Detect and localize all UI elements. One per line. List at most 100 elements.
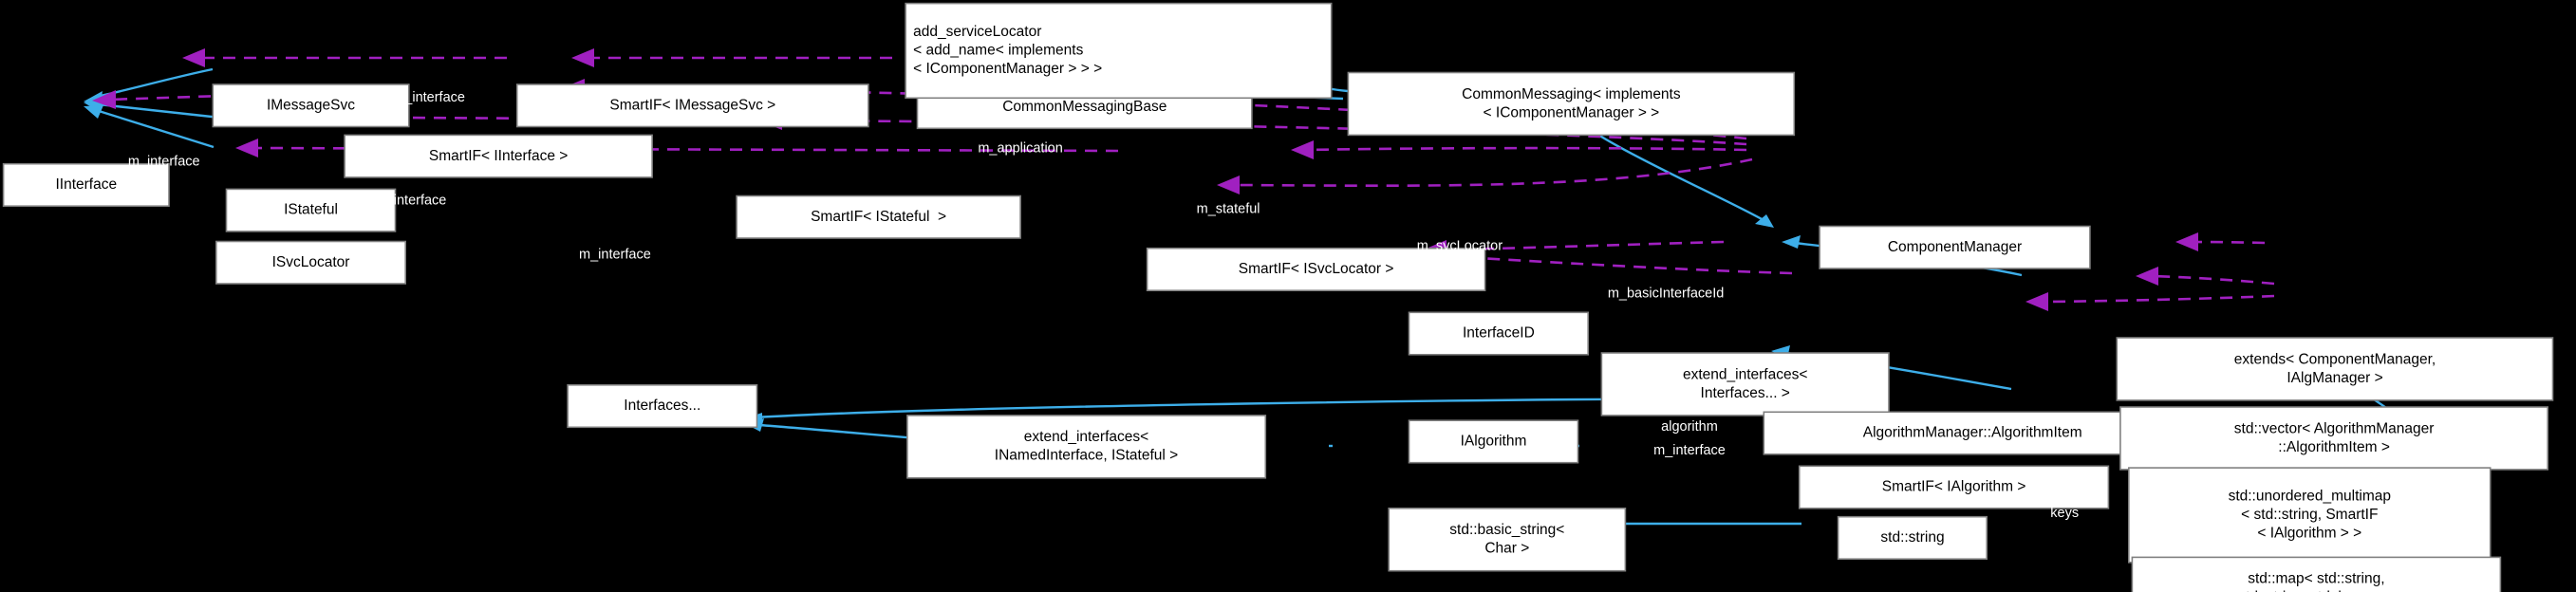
edge-multimap-smartifialgorithm <box>2152 274 2275 286</box>
edge-label-m-stateful: m_stateful <box>1197 202 1260 217</box>
node-smartif-isvclocator-label-line-0: SmartIF< ISvcLocator > <box>1239 261 1394 277</box>
node-commonmessagingbase-label-line-0: CommonMessagingBase <box>1002 99 1167 115</box>
node-imessagesvc[interactable]: IMessageSvc <box>212 83 410 128</box>
node-interfaces-box[interactable] <box>567 383 758 429</box>
node-algorithmmanager-algorithmitem-box[interactable] <box>1763 411 2182 455</box>
node-algorithmmanager-algorithmitem[interactable]: AlgorithmManager::AlgorithmItem <box>1763 411 2182 455</box>
edge-label-algorithm: algorithm <box>1661 419 1718 435</box>
arrowhead-usage-13 <box>2136 267 2158 286</box>
node-std-vector-algorithmmanager-algorithmitem[interactable]: std::vector< AlgorithmManager::Algorithm… <box>2119 406 2548 471</box>
node-std-unordered-multimap-std-string-smartif-ia-box[interactable] <box>2128 467 2492 564</box>
node-smartif-istateful-box[interactable] <box>736 194 1021 239</box>
node-add-servicelocator-add-name-implements-icomp-label-line-0: add_serviceLocator <box>913 24 1041 40</box>
edge-label-m-basicinterfaceid: m_basicInterfaceId <box>1608 287 1725 302</box>
node-smartif-istateful[interactable]: SmartIF< IStateful > <box>736 194 1021 239</box>
node-std-map-std-string-std-string-std-less-label-line-0: std::map< std::string, <box>2248 571 2384 587</box>
node-componentmanager-box[interactable] <box>1819 225 2091 269</box>
node-commonmessaging-implements-icomponentmanager-label-line-1: < IComponentManager > > <box>1484 104 1660 120</box>
node-algorithmmanager-algorithmitem-label-line-0: AlgorithmManager::AlgorithmItem <box>1863 425 2082 441</box>
node-extends-componentmanager-ialgmanager[interactable]: extends< ComponentManager,IAlgManager > <box>2116 337 2554 401</box>
node-std-map-std-string-std-string-std-less[interactable]: std::map< std::string,std::string, std::… <box>2131 556 2502 592</box>
node-commonmessaging-implements-icomponentmanager[interactable]: CommonMessaging< implements < IComponentM… <box>1347 71 1796 137</box>
node-smartif-iinterface-label-line-0: SmartIF< IInterface > <box>429 148 568 164</box>
node-std-unordered-multimap-std-string-smartif-ia-label-line-1: < std::string, SmartIF <box>2241 507 2378 523</box>
node-smartif-ialgorithm[interactable]: SmartIF< IAlgorithm > <box>1798 465 2110 509</box>
node-std-map-std-string-std-string-std-less-box[interactable] <box>2131 556 2502 592</box>
node-smartif-iinterface[interactable]: SmartIF< IInterface > <box>344 134 653 178</box>
node-iinterface-box[interactable] <box>2 162 170 207</box>
node-extend-interfaces-inamedinterface-istateful-label-line-0: extend_interfaces< <box>1024 429 1148 445</box>
edge-componentmanager-smartifistateful <box>775 119 1747 146</box>
node-smartif-imessagesvc-box[interactable] <box>515 83 869 128</box>
node-std-basic-string-char[interactable]: std::basic_string<Char > <box>1388 507 1627 572</box>
node-extends-componentmanager-ialgmanager-label-line-0: extends< ComponentManager, <box>2234 351 2436 367</box>
node-smartif-istateful-label-line-0: SmartIF< IStateful > <box>811 209 946 225</box>
node-smartif-isvclocator[interactable]: SmartIF< ISvcLocator > <box>1146 247 1486 292</box>
node-std-vector-algorithmmanager-algorithmitem-label-line-1: ::AlgorithmItem > <box>2278 439 2390 455</box>
node-std-basic-string-char-box[interactable] <box>1388 507 1627 572</box>
node-extends-componentmanager-ialgmanager-box[interactable] <box>2116 337 2554 401</box>
node-std-string-box[interactable] <box>1837 515 1988 561</box>
node-smartif-imessagesvc[interactable]: SmartIF< IMessageSvc > <box>515 83 869 128</box>
node-istateful[interactable]: IStateful <box>225 188 397 232</box>
node-isvclocator-box[interactable] <box>215 240 406 285</box>
node-smartif-ialgorithm-box[interactable] <box>1798 465 2110 509</box>
node-iinterface[interactable]: IInterface <box>2 162 170 207</box>
node-interfaceid[interactable]: InterfaceID <box>1408 311 1589 356</box>
node-smartif-isvclocator-box[interactable] <box>1146 247 1486 292</box>
node-smartif-ialgorithm-label-line-0: SmartIF< IAlgorithm > <box>1882 479 2026 495</box>
arrowhead-usage-14 <box>2025 292 2048 311</box>
node-extend-interfaces-interfaces-box[interactable] <box>1600 352 1890 416</box>
edge-label-elements: elements <box>2030 415 2086 430</box>
edge-smartifistateful-istateful <box>242 115 719 121</box>
arrowhead-usage-1 <box>182 48 205 67</box>
edge-label-m-interface: m_interface <box>128 155 200 170</box>
edge-componentmanager-interfaceid <box>1233 157 1753 188</box>
node-interfaceid-label-line-0: InterfaceID <box>1463 325 1535 342</box>
edge-isvclocator-iinterface <box>98 109 215 149</box>
edge-componentmanager-smartifisvclocator <box>1307 146 1747 152</box>
edge-label-m-interface: m_interface <box>393 90 465 105</box>
edge-smartifialgorithm-ialgorithm <box>1440 254 1793 275</box>
node-ialgorithm-label-line-0: IAlgorithm <box>1461 434 1527 450</box>
node-interfaceid-box[interactable] <box>1408 311 1589 356</box>
node-componentmanager[interactable]: ComponentManager <box>1819 225 2091 269</box>
node-extend-interfaces-interfaces[interactable]: extend_interfaces< Interfaces... > <box>1600 352 1890 416</box>
node-imessagesvc-label-line-0: IMessageSvc <box>267 97 355 113</box>
edge-label-m-interface: m_interface <box>1653 443 1726 458</box>
node-extend-interfaces-inamedinterface-istateful[interactable]: extend_interfaces<INamedInterface, IStat… <box>906 415 1267 479</box>
node-std-unordered-multimap-std-string-smartif-ia-label-line-0: std::unordered_multimap <box>2229 488 2391 504</box>
node-add-servicelocator-add-name-implements-icomp-box[interactable] <box>905 2 1333 100</box>
node-std-unordered-multimap-std-string-smartif-ia[interactable]: std::unordered_multimap< std::string, Sm… <box>2128 467 2492 564</box>
arrowhead-usage-2 <box>571 48 594 67</box>
edge-label-m-msgsvc: m_msgsvc <box>768 90 833 105</box>
node-interfaces[interactable]: Interfaces... <box>567 383 758 429</box>
edge-label-m-interface: m_interface <box>375 194 447 209</box>
arrowhead-usage-9 <box>1217 176 1240 194</box>
arrowhead-inherit-3 <box>84 105 103 119</box>
node-isvclocator[interactable]: ISvcLocator <box>215 240 406 285</box>
node-ialgorithm[interactable]: IAlgorithm <box>1408 419 1579 464</box>
arrowhead-usage-3 <box>92 90 116 109</box>
node-imessagesvc-box[interactable] <box>212 83 410 128</box>
node-isvclocator-label-line-0: ISvcLocator <box>272 254 350 270</box>
node-add-servicelocator-add-name-implements-icomp[interactable]: add_serviceLocator< add_name< implements… <box>905 2 1333 100</box>
node-istateful-box[interactable] <box>225 188 397 232</box>
node-ialgorithm-box[interactable] <box>1408 419 1579 464</box>
node-std-string[interactable]: std::string <box>1837 515 1988 561</box>
node-extend-interfaces-interfaces-label-line-1: Interfaces... > <box>1701 385 1790 401</box>
node-std-string-label-line-0: std::string <box>1880 529 1944 546</box>
arrowhead-inherit-7 <box>1782 235 1801 249</box>
node-smartif-iinterface-box[interactable] <box>344 134 653 178</box>
node-interfaces-label-line-0: Interfaces... <box>624 398 700 414</box>
node-commonmessaging-implements-icomponentmanager-box[interactable] <box>1347 71 1796 137</box>
node-commonmessaging-implements-icomponentmanager-label-line-0: CommonMessaging< implements <box>1462 86 1681 102</box>
node-std-vector-algorithmmanager-algorithmitem-label-line-0: std::vector< AlgorithmManager <box>2234 420 2435 436</box>
node-extend-interfaces-interfaces-label-line-0: extend_interfaces< <box>1683 366 1807 382</box>
node-istateful-label-line-0: IStateful <box>284 202 338 218</box>
node-std-basic-string-char-label-line-0: std::basic_string< <box>1449 522 1564 538</box>
node-extend-interfaces-inamedinterface-istateful-box[interactable] <box>906 415 1267 479</box>
arrowhead-usage-8 <box>1291 140 1314 159</box>
